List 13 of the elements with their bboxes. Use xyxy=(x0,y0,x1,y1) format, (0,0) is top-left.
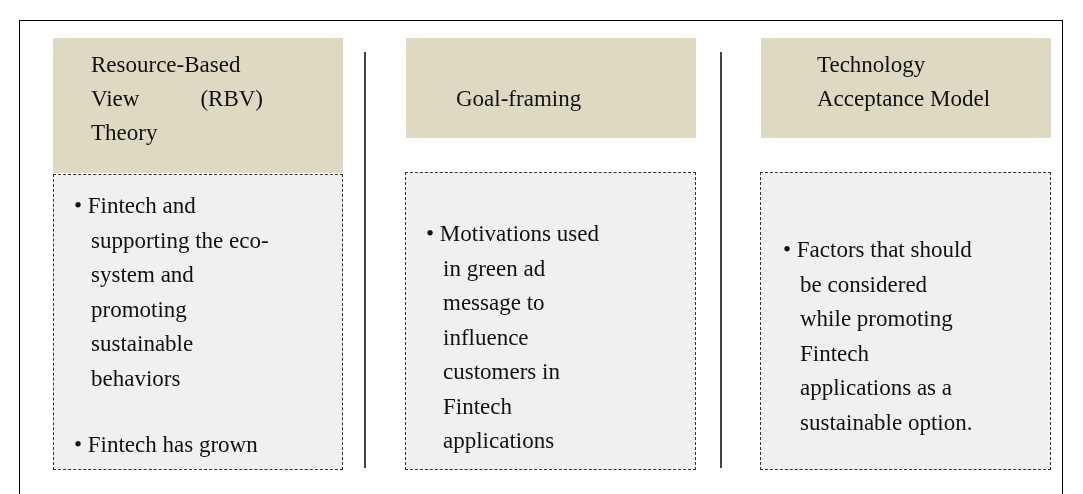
bullet-list-box xyxy=(405,172,696,470)
bullet-point: • Fintech has grown xyxy=(74,431,259,459)
bullet-point: • Factors that should be considered while promoting Fintech applications as a sustainable option. xyxy=(783,236,974,437)
theory-header-box xyxy=(406,38,696,138)
bullet-list-box xyxy=(760,172,1051,470)
bullet-point: • Motivations used in green ad message to influence customers in Fintech applications xyxy=(426,220,600,455)
theory-heading: Goal-framing xyxy=(456,85,583,113)
bullet-list-box xyxy=(53,174,343,470)
theory-header-box xyxy=(53,38,343,173)
theory-header-box xyxy=(761,38,1051,138)
theory-heading: Technology Acceptance Model xyxy=(817,51,992,113)
bullet-point: • Fintech and supporting the eco- system and promoting sustainable behaviors xyxy=(74,192,270,393)
theory-heading: Resource-Based View (RBV) Theory xyxy=(91,51,263,147)
